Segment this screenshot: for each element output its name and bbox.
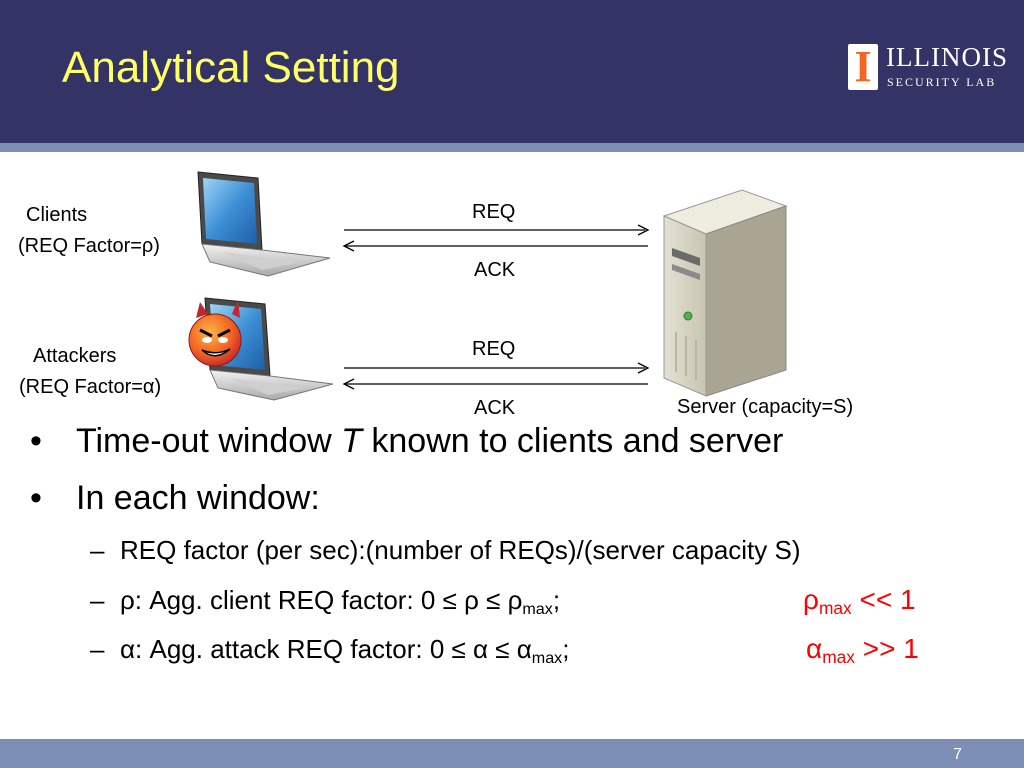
header-divider xyxy=(0,143,1024,152)
bullet-text: In each window: xyxy=(76,479,320,517)
footer-bar: 7 xyxy=(0,739,1024,768)
sub-subscript: max xyxy=(531,649,563,667)
rho-subscript: max xyxy=(818,598,852,618)
attackers-label: Attackers xyxy=(33,345,117,367)
bullet-dot: • xyxy=(30,422,42,460)
attackers-factor-label: (REQ Factor=α) xyxy=(19,376,162,398)
logo-subtitle: SECURITY LAB xyxy=(887,75,997,89)
clients-label: Clients xyxy=(26,204,88,226)
sub-dash: – xyxy=(90,634,105,664)
ack-arrow-attackers xyxy=(342,378,648,390)
clients-factor-label: (REQ Factor=ρ) xyxy=(18,235,160,257)
bullet-each-window: • In each window: xyxy=(30,481,320,515)
sub-bullet-client-factor: –ρ: Agg. client REQ factor: 0 ≤ ρ ≤ ρmax… xyxy=(90,587,560,617)
alpha-subscript: max xyxy=(822,647,855,667)
logo-name: ILLINOIS xyxy=(886,42,1008,72)
rho-condition-text: << 1 xyxy=(851,584,916,615)
alpha-symbol: α xyxy=(806,633,823,664)
alpha-max-condition: αmax >> 1 xyxy=(806,635,919,666)
rho-max-condition: ρmax << 1 xyxy=(803,586,916,617)
ack-label-clients: ACK xyxy=(474,259,516,281)
logo-mark: I xyxy=(848,44,878,90)
sub-text: ; xyxy=(552,585,561,615)
slide-title: Analytical Setting xyxy=(62,43,400,92)
devil-face-icon xyxy=(188,300,242,367)
rho-symbol: ρ xyxy=(803,584,819,615)
ack-label-attackers: ACK xyxy=(474,397,516,419)
bullet-text: known to clients and server xyxy=(361,422,784,460)
sub-subscript: max xyxy=(522,600,553,618)
req-arrow-attackers xyxy=(344,362,650,374)
ack-arrow-clients xyxy=(342,240,648,252)
title-bar: Analytical Setting I ILLINOIS SECURITY L… xyxy=(0,0,1024,143)
bullet-dot: • xyxy=(30,479,42,517)
server-icon xyxy=(662,189,788,397)
alpha-condition-text: >> 1 xyxy=(854,633,919,664)
sub-text: ρ: Agg. client REQ factor: 0 ≤ ρ ≤ ρ xyxy=(120,585,523,615)
sub-dash: – xyxy=(90,535,105,565)
req-label-clients: REQ xyxy=(472,201,516,223)
req-arrow-clients xyxy=(344,224,650,236)
client-laptop-icon xyxy=(197,171,331,277)
sub-dash: – xyxy=(90,585,105,615)
server-label: Server (capacity=S) xyxy=(677,396,854,418)
logo-mark-letter: I xyxy=(854,42,872,91)
bullet-italic-t: T xyxy=(341,422,362,460)
req-label-attackers: REQ xyxy=(472,338,516,360)
bullet-text: Time-out window xyxy=(76,422,342,460)
sub-text: α: Agg. attack REQ factor: 0 ≤ α ≤ α xyxy=(120,634,532,664)
sub-text: REQ factor (per sec):(number of REQs)/(s… xyxy=(120,535,801,565)
bullet-timeout-window: • Time-out window T known to clients and … xyxy=(30,424,783,458)
sub-text: ; xyxy=(562,634,570,664)
network-diagram xyxy=(188,171,788,401)
sub-bullet-attack-factor: –α: Agg. attack REQ factor: 0 ≤ α ≤ αmax… xyxy=(90,636,569,666)
illinois-security-lab-logo: I ILLINOIS SECURITY LAB xyxy=(846,44,1016,94)
sub-bullet-req-factor: –REQ factor (per sec):(number of REQs)/(… xyxy=(90,537,801,563)
page-number: 7 xyxy=(953,746,962,763)
